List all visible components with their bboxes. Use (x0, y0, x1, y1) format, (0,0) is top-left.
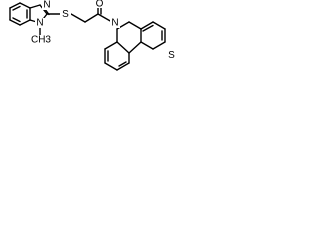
atom-o-carbonyl: O (96, 0, 104, 10)
atom-label-o-carbonyl: O (94, 0, 105, 10)
phenothiazine-right-benzene-ring (140, 21, 166, 50)
atom-s-thioether: S (62, 9, 69, 20)
atom-label-methyl: CH3 (30, 35, 51, 46)
benzimidazole-benzene-ring (9, 2, 31, 26)
atom-s-phenothiazine: S (168, 50, 175, 61)
atom-n-phenothiazine: N (111, 18, 118, 29)
molecule-structure-diagram: N CH3 N S O N S (9, 0, 177, 71)
atom-n-imidazole-methyl: N (36, 18, 43, 29)
atom-label-n-methyl: N (35, 18, 45, 29)
atom-label-s-thioether: S (60, 9, 71, 20)
atom-label-n-phenothiazine: N (110, 18, 120, 29)
atom-n-imidazole: N (43, 0, 50, 11)
atom-label-s-phenothiazine: S (166, 50, 177, 61)
phenothiazine-left-benzene-ring (104, 41, 130, 71)
phenothiazine-central-ring (116, 21, 142, 54)
atom-label-n-imidazole: N (42, 0, 52, 11)
atom-methyl: CH3 (31, 35, 51, 46)
